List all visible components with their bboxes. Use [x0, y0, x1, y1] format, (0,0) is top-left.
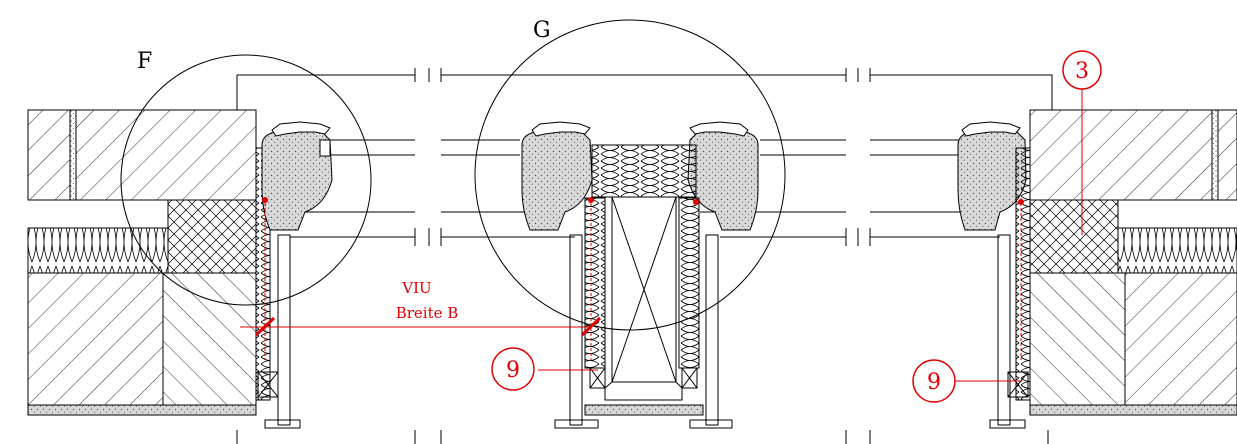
detail-circle-g — [474, 19, 786, 331]
annotation-viu: VIU — [401, 279, 431, 297]
detail-label-f: F — [137, 49, 152, 74]
detail-label-g: G — [533, 18, 551, 43]
reference-lines — [236, 68, 1053, 444]
left-frame-profile — [261, 121, 333, 231]
detail-circles — [120, 19, 786, 331]
annotation-breite-b: Breite B — [396, 304, 459, 322]
callout-9-center: 9 — [491, 347, 535, 391]
left-wall — [27, 109, 301, 429]
callout-3: 3 — [1062, 50, 1102, 90]
callout-3-text: 3 — [1075, 59, 1089, 84]
callout-9-center-text: 9 — [506, 358, 520, 383]
right-wall — [957, 109, 1237, 429]
callout-9-right-text: 9 — [927, 370, 941, 395]
callout-9-right: 9 — [912, 359, 956, 403]
viu-dimension — [240, 85, 1083, 382]
center-mullion — [521, 121, 759, 429]
detail-circle-f — [120, 54, 372, 306]
